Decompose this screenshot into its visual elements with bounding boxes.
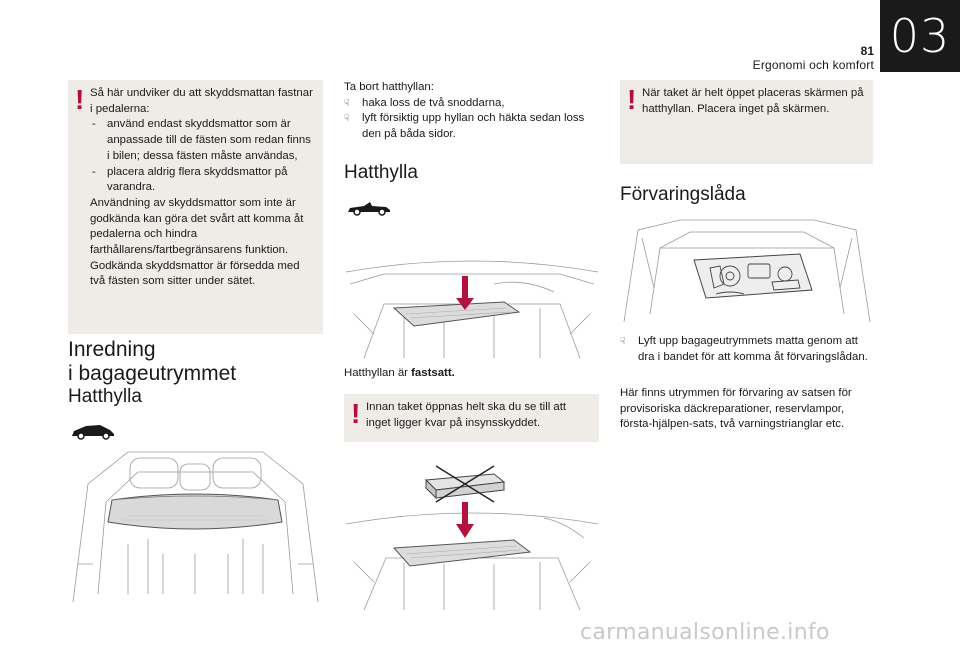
heading-line: Inredning: [68, 338, 156, 361]
caption-text: Hatthyllan är: [344, 367, 412, 379]
arrow-bullet-icon: ☟: [344, 113, 350, 124]
instruction-item: ☟ lyft försiktig upp hyllan och häkta sed…: [344, 111, 602, 142]
instruction-item: ☟ haka loss de två snoddarna,: [344, 96, 602, 112]
warning-list-item: använd endast skyddsmattor som är anpass…: [90, 117, 315, 164]
arrow-bullet-icon: ☟: [344, 97, 350, 108]
subheading-hatthylla: Hatthylla: [68, 386, 142, 407]
hatchback-car-icon: [72, 425, 114, 440]
storage-instructions: ☟ Lyft upp bagageutrymmets matta genom at…: [620, 334, 874, 365]
arrow-bullet-icon: ☟: [620, 336, 626, 346]
trunk-parcel-shelf-illustration: [68, 444, 323, 606]
exclamation-mark-icon: !: [627, 84, 637, 115]
heading-hatthylla-cabrio: Hatthylla: [344, 162, 418, 183]
storage-paragraph: Här finns utrymmen för förvaring av sats…: [620, 387, 852, 431]
remove-shelf-instructions: Ta bort hatthyllan: ☟ haka loss de två sn…: [344, 80, 602, 143]
warning-box-roof: ! Innan taket öppnas helt ska du se till…: [344, 394, 599, 442]
instruction-item: ☟ Lyft upp bagageutrymmets matta genom at…: [620, 334, 874, 365]
caption-bold: fastsatt.: [411, 367, 455, 379]
warning-box-floor-mats: ! Så här undviker du att skyddsmattan fa…: [68, 80, 323, 334]
heading-line: i bagageutrymmet: [68, 362, 237, 385]
warning-text: Innan taket öppnas helt ska du se till a…: [366, 401, 567, 429]
instructions-intro: Ta bort hatthyllan:: [344, 81, 434, 93]
warning-list: använd endast skyddsmattor som är anpass…: [90, 117, 315, 196]
storage-box-illustration: [620, 218, 874, 324]
warning-paragraph: Godkända skyddsmattor är försedda med tv…: [90, 259, 300, 288]
heading-forvaringslada: Förvaringslåda: [620, 184, 746, 205]
warning-box-screen: ! När taket är helt öppet placeras skärm…: [620, 80, 873, 164]
instruction-text: Lyft upp bagageutrymmets matta genom att…: [638, 335, 868, 363]
instruction-text: haka loss de två snoddarna,: [362, 96, 505, 109]
roof-screen-illustration: [344, 462, 600, 612]
storage-list: ☟ Lyft upp bagageutrymmets matta genom at…: [620, 334, 874, 365]
shelf-caption: Hatthyllan är fastsatt.: [344, 366, 455, 382]
instructions-list: ☟ haka loss de två snoddarna, ☟ lyft försi…: [344, 96, 602, 143]
page-number: 81: [860, 44, 874, 58]
cabriolet-car-icon: [348, 202, 390, 216]
exclamation-mark-icon: !: [351, 398, 361, 429]
chapter-tab: 03: [880, 0, 960, 72]
warning-list-item: placera aldrig flera skyddsmattor på var…: [90, 165, 315, 196]
exclamation-mark-icon: !: [75, 84, 85, 115]
warning-paragraph: Användning av skyddsmattor som inte är g…: [90, 196, 304, 257]
section-title: Ergonomi och komfort: [752, 58, 874, 72]
instruction-text: lyft försiktig upp hyllan och häkta seda…: [362, 112, 585, 141]
cabrio-shelf-illustration: [344, 244, 600, 360]
warning-intro: Så här undviker du att skyddsmattan fast…: [90, 87, 313, 115]
heading-inredning: Inredning i bagageutrymmet: [68, 338, 236, 386]
watermark: carmanualsonline.info: [580, 620, 830, 645]
warning-text: När taket är helt öppet placeras skärmen…: [642, 87, 864, 115]
